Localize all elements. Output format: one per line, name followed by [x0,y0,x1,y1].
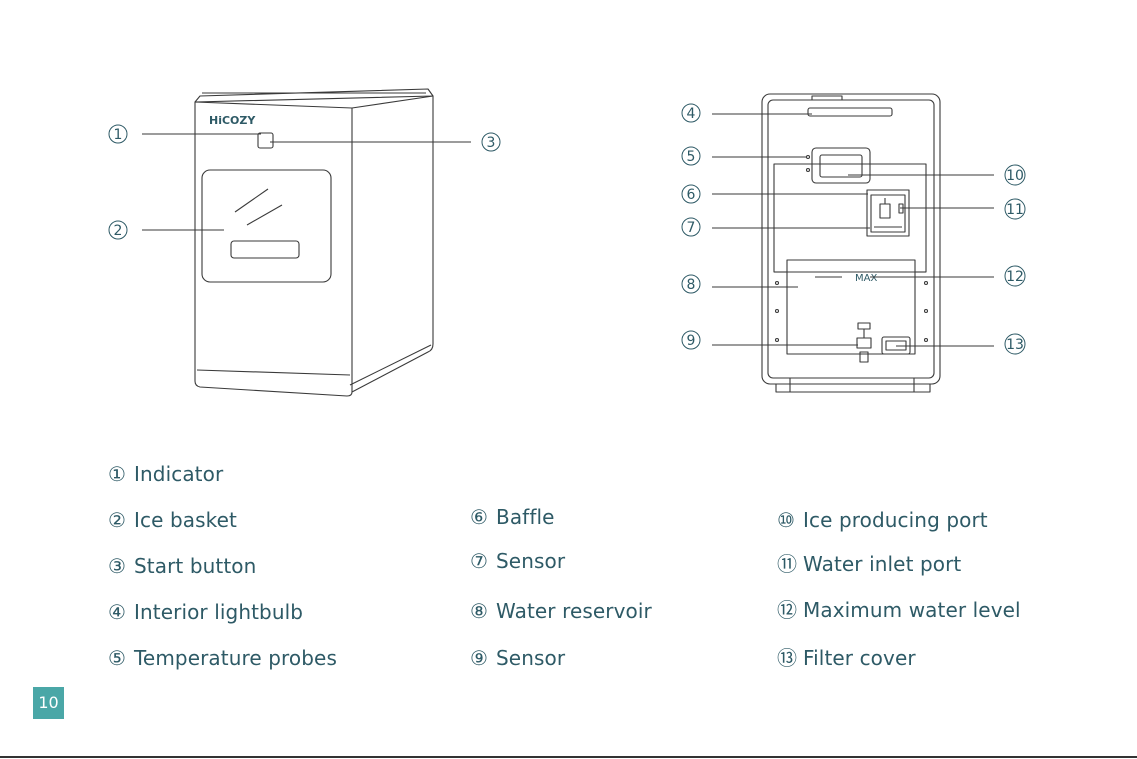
product-diagrams: HiCOZY 1 2 3 [0,0,1137,430]
callout-9: 9 [687,333,696,349]
callout-7: 7 [687,220,696,236]
callout-13: 13 [1006,337,1024,353]
legend-label: Baffle [496,505,555,529]
callout-8: 8 [687,277,696,293]
legend-label: Temperature probes [134,646,337,670]
legend-num: ④ [108,600,134,624]
max-label: MAX [855,273,877,284]
left-leaders [142,134,471,230]
callout-11: 11 [1006,202,1024,218]
bottom-rule [0,756,1137,758]
legend-label: Ice basket [134,508,237,532]
right-callouts: 4 5 6 7 8 9 10 11 12 13 [682,104,1025,354]
legend-label: Indicator [134,462,223,486]
legend-num: ① [108,462,134,486]
callout-3: 3 [487,135,496,151]
callout-12: 12 [1006,269,1024,285]
legend-num: ⑪ [777,552,803,576]
callout-6: 6 [687,187,696,203]
brand-logo: HiCOZY [209,114,256,127]
callout-4: 4 [687,106,696,122]
legend-label: Sensor [496,646,565,670]
legend-num: ⑤ [108,646,134,670]
legend-num: ⑨ [470,646,496,670]
legend-num: ② [108,508,134,532]
legend-num: ⑫ [777,598,803,622]
legend-label: Sensor [496,549,565,573]
interior-view: MAX [762,94,940,392]
legend-label: Start button [134,554,256,578]
legend-num: ⑬ [777,646,803,670]
callout-1: 1 [114,127,123,143]
legend-num: ③ [108,554,134,578]
right-leaders [712,114,994,346]
legend-label: Water reservoir [496,599,652,623]
callout-5: 5 [687,149,696,165]
legend-num: ⑧ [470,599,496,623]
callout-10: 10 [1006,168,1024,184]
legend-label: Maximum water level [803,598,1021,622]
legend-num: ⑩ [777,508,803,532]
legend-label: Ice producing port [803,508,988,532]
legend-label: Filter cover [803,646,916,670]
exterior-view: HiCOZY [195,89,433,396]
callout-2: 2 [114,223,123,239]
legend-label: Water inlet port [803,552,961,576]
legend-num: ⑦ [470,549,496,573]
legend-num: ⑥ [470,505,496,529]
legend-label: Interior lightbulb [134,600,303,624]
page-number-badge: 10 [33,687,64,719]
